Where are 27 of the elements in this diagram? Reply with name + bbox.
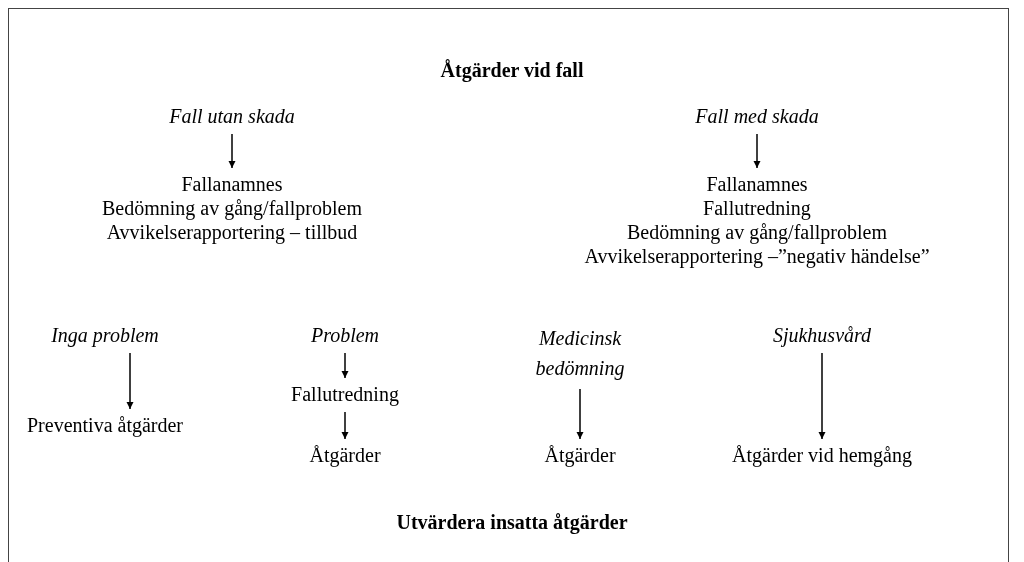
text-line: Bedömning av gång/fallproblem	[626, 220, 888, 244]
category-label: Medicinsk bedömning	[525, 323, 635, 383]
text-line: Fallutredning	[702, 196, 812, 220]
text-line: Avvikelserapportering –”negativ händelse”	[584, 244, 930, 268]
text-line: Bedömning av gång/fallproblem	[102, 196, 362, 220]
arrow	[818, 352, 826, 440]
category-label: Sjukhusvård	[772, 323, 872, 347]
arrow	[126, 352, 134, 410]
arrow	[341, 352, 349, 379]
conclusion-text: Utvärdera insatta åtgärder	[396, 510, 628, 534]
arrow	[341, 411, 349, 440]
action-text: Åtgärder	[544, 443, 616, 467]
text-line: Fallanamnes	[705, 172, 809, 196]
action-text: Preventiva åtgärder	[27, 413, 183, 437]
text-line: Avvikelserapportering – tillbud	[105, 220, 359, 244]
action-text: Åtgärder	[309, 443, 381, 467]
category-label: Problem	[310, 323, 380, 347]
diagram-title: Åtgärder vid fall	[440, 58, 584, 82]
arrow	[753, 133, 761, 169]
category-label: Fall med skada	[695, 104, 819, 128]
action-text: Fallutredning	[291, 382, 399, 406]
action-text: Åtgärder vid hemgång	[732, 443, 912, 467]
arrow	[228, 133, 236, 169]
category-label: Inga problem	[51, 323, 159, 347]
text-line: Fallanamnes	[180, 172, 284, 196]
category-label: Fall utan skada	[169, 104, 295, 128]
arrow	[576, 388, 584, 440]
